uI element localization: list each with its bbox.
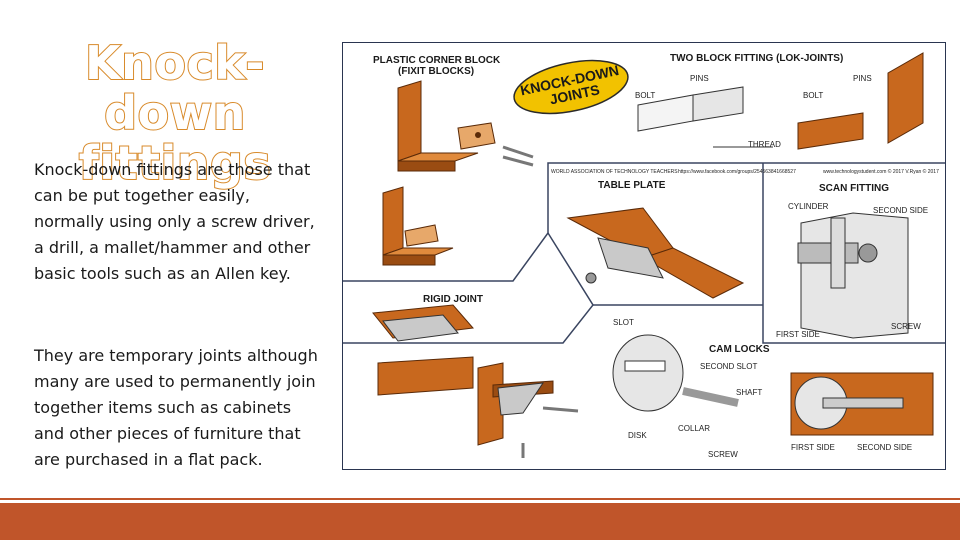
label-shaft: SHAFT (736, 388, 762, 397)
label-fixit-blocks: (FIXIT BLOCKS) (398, 66, 474, 77)
label-collar: COLLAR (678, 424, 710, 433)
table-plate-illustration (566, 207, 745, 299)
label-bolt-1: BOLT (635, 91, 655, 100)
label-cam-locks: CAM LOCKS (709, 344, 770, 355)
label-plastic-corner-block: PLASTIC CORNER BLOCK (373, 55, 501, 66)
label-first-side-1: FIRST SIDE (776, 330, 820, 339)
label-bolt-2: BOLT (803, 91, 823, 100)
corner-block-illustration (397, 80, 534, 172)
credit-mid: https://www.facebook.com/groups/25456384… (678, 169, 796, 175)
label-table-plate: TABLE PLATE (598, 180, 666, 191)
rigid-joint-illustration-lower (377, 356, 579, 458)
cam-lock-section-illustration (790, 372, 934, 436)
paragraph-intro: Knock-down fittings are those that can b… (34, 160, 315, 283)
bottom-band (0, 503, 960, 540)
label-scan-fitting: SCAN FITTING (819, 183, 889, 194)
label-disk: DISK (628, 431, 647, 440)
knock-down-banner: KNOCK-DOWN JOINTS (513, 59, 629, 115)
label-screw-1: SCREW (891, 322, 921, 331)
rigid-joint-illustration (372, 304, 474, 342)
credit-left: WORLD ASSOCIATION OF TECHNOLOGY TEACHERS (551, 169, 678, 175)
diagram-canvas: KNOCK-DOWN JOINTS PLASTIC CORNER BLOCK (… (343, 52, 945, 459)
label-cylinder: CYLINDER (788, 202, 829, 211)
label-pins-1: PINS (690, 74, 709, 83)
divider-line (343, 232, 594, 344)
cam-lock-illustration (612, 334, 739, 412)
label-two-block-fitting: TWO BLOCK FITTING (LOK-JOINTS) (670, 53, 843, 64)
label-second-side-1: SECOND SIDE (873, 206, 928, 215)
label-first-side-2: FIRST SIDE (791, 443, 835, 452)
two-block-fitting-illustration (637, 52, 924, 150)
label-second-slot: SECOND SLOT (700, 362, 757, 371)
label-slot: SLOT (613, 318, 634, 327)
label-second-side-2: SECOND SIDE (857, 443, 912, 452)
paragraph-temporary: They are temporary joints although many … (34, 346, 318, 469)
knock-down-joints-diagram: KNOCK-DOWN JOINTS PLASTIC CORNER BLOCK (… (342, 42, 946, 470)
slide-title: Knock-down fittings (78, 36, 272, 190)
label-pins-2: PINS (853, 74, 872, 83)
credit-right: www.technologystudent.com © 2017 V.Ryan … (823, 168, 939, 175)
corner-block-illustration-2 (382, 186, 454, 266)
label-rigid-joint: RIGID JOINT (423, 294, 483, 305)
label-screw-2: SCREW (708, 450, 738, 459)
scan-fitting-illustration (797, 212, 909, 339)
bottom-rule (0, 498, 960, 500)
label-thread: THREAD (748, 140, 781, 149)
divider-line (762, 163, 945, 344)
